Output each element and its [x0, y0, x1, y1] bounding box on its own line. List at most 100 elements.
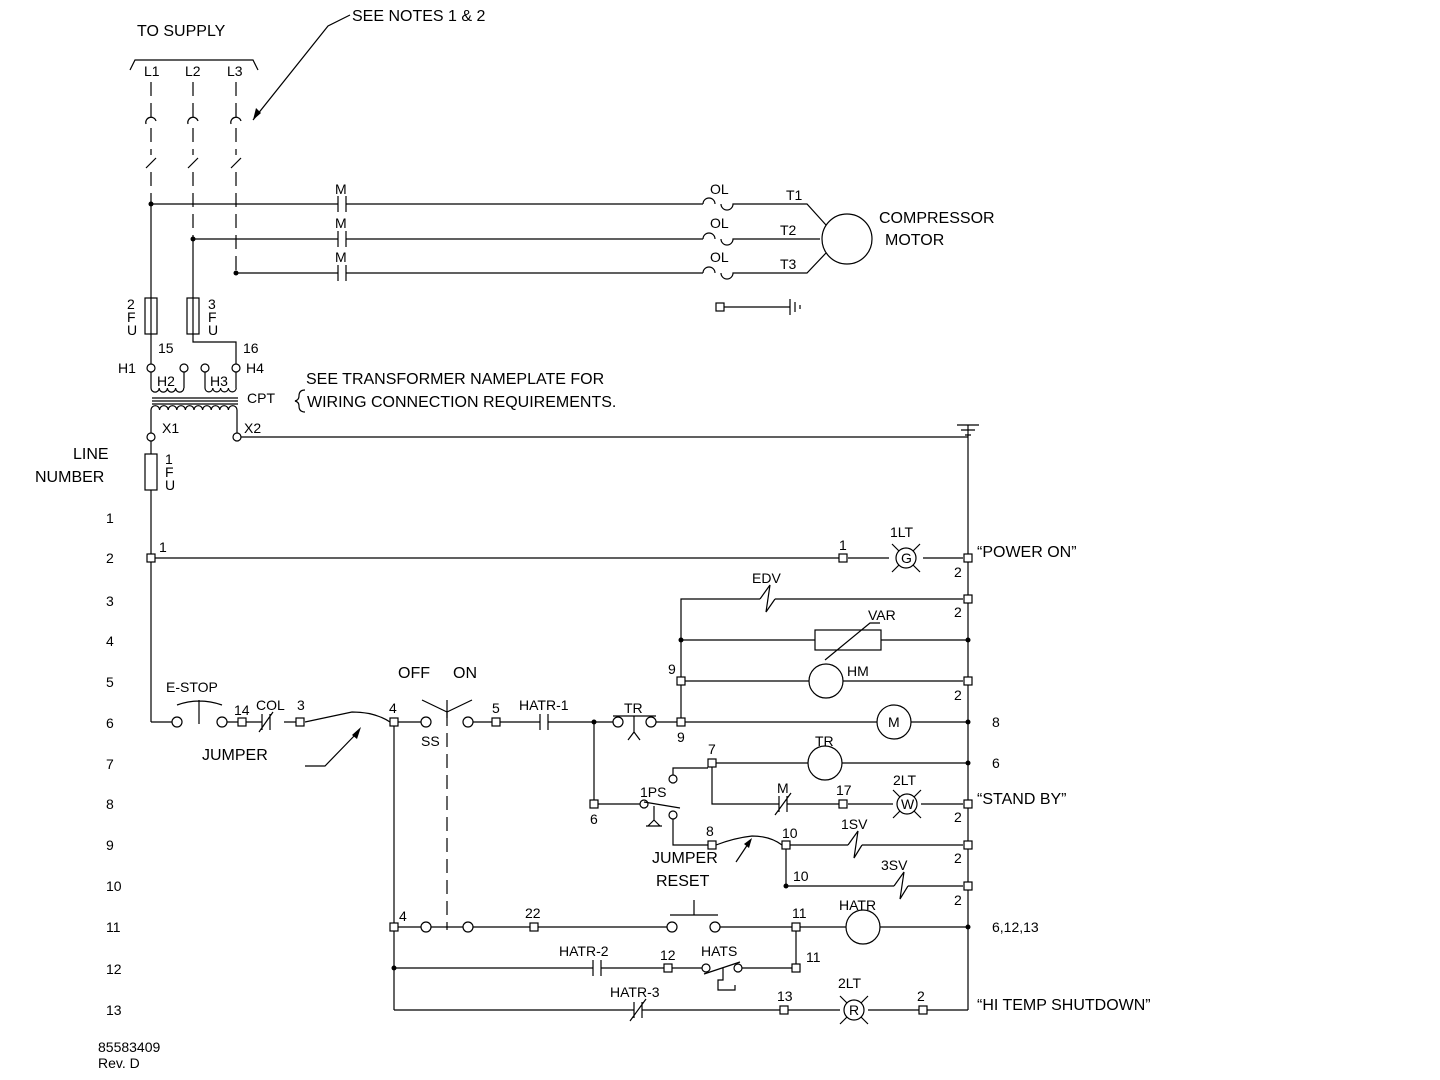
rung-10-wire	[785, 849, 963, 887]
compressor-motor-symbol	[821, 213, 873, 265]
wire-label: 4	[389, 700, 397, 716]
node-dot	[678, 637, 684, 643]
wire-label: 6	[590, 811, 598, 827]
var-label: VAR	[868, 607, 896, 623]
wire-label: 2	[954, 604, 962, 620]
wire-label: 4	[399, 908, 407, 924]
cross-ref-6-12-13: 6,12,13	[992, 919, 1039, 935]
coil-m-letter: M	[888, 714, 900, 730]
terminal	[963, 553, 973, 563]
terminal	[838, 799, 848, 809]
terminal-t3-label: T3	[780, 256, 797, 272]
fuse-3fu-label: 3	[208, 296, 216, 312]
hatr-3-label: HATR-3	[610, 984, 660, 1000]
line-number: 5	[106, 674, 114, 690]
motor-label: MOTOR	[885, 232, 944, 249]
jumper-arrowhead	[352, 727, 361, 739]
lamp-letter: G	[901, 550, 912, 566]
terminal	[707, 758, 717, 768]
wire-16-label: 16	[243, 340, 259, 356]
m-contact-label: M	[777, 780, 789, 796]
node-dot	[965, 719, 971, 725]
solenoid-edv	[759, 584, 776, 613]
line-number-header: LINE	[73, 446, 109, 463]
line-number: 9	[106, 837, 114, 853]
terminal	[589, 799, 599, 809]
terminal	[707, 840, 717, 850]
e-stop-label: E-STOP	[166, 679, 218, 695]
ground-symbol	[715, 299, 801, 315]
relay-coil-hatr	[845, 909, 881, 945]
terminal	[237, 717, 247, 727]
switch-on-label: ON	[453, 665, 477, 682]
1sv-label: 1SV	[841, 816, 868, 832]
wire-label: 2	[954, 687, 962, 703]
ss-contact-open	[462, 921, 474, 933]
terminal	[146, 553, 156, 563]
wire-label: 1	[159, 539, 167, 555]
motor-power-lines	[151, 196, 827, 281]
fuse-2fu-label: F	[127, 309, 136, 325]
hatr-2-contact	[592, 960, 602, 976]
terminal-t2-label: T2	[780, 222, 797, 238]
terminal	[791, 922, 801, 932]
h3-label: H3	[210, 373, 228, 389]
compressor-label: COMPRESSOR	[879, 210, 995, 227]
hm-label: HM	[847, 663, 869, 679]
jumper-leader	[305, 732, 358, 767]
hour-meter-hm	[808, 663, 844, 699]
terminal	[529, 922, 539, 932]
motor-starter-coil-m	[876, 704, 912, 740]
node-dot	[965, 760, 971, 766]
line-number: 10	[106, 878, 122, 894]
overload-label: OL	[710, 215, 729, 231]
lamp-2lt-label: 2LT	[893, 772, 917, 788]
hatr-2-label: HATR-2	[559, 943, 609, 959]
wire-label: 14	[234, 702, 250, 718]
see-notes-arrowhead	[253, 108, 261, 120]
terminal	[963, 840, 973, 850]
wire-label: 2	[954, 809, 962, 825]
reset-label: RESET	[656, 873, 710, 890]
reset-jumper-leader	[735, 843, 749, 863]
common-wire-x2	[241, 424, 979, 1010]
node-dot	[233, 270, 239, 276]
drawing-number: 85583409	[98, 1039, 161, 1055]
jumper-label: JUMPER	[202, 747, 268, 764]
supply-l2-label: L2	[185, 63, 201, 79]
wire-label: 10	[793, 868, 809, 884]
h2-label: H2	[157, 373, 175, 389]
3sv-label: 3SV	[881, 857, 908, 873]
cross-ref-8: 8	[992, 714, 1000, 730]
transformer-note-line1: SEE TRANSFORMER NAMEPLATE FOR	[306, 371, 604, 388]
hi-temp-shutdown-label: “HI TEMP SHUTDOWN”	[977, 997, 1151, 1014]
node-dot	[391, 965, 397, 971]
reset-jumper-label: JUMPER	[652, 850, 718, 867]
line-number: 3	[106, 593, 114, 609]
disconnect-switch	[145, 82, 242, 273]
see-notes-label: SEE NOTES 1 & 2	[352, 8, 485, 25]
terminal	[676, 676, 686, 686]
line-number: 12	[106, 961, 122, 977]
node-dot	[965, 924, 971, 930]
transformer-note-line2: WIRING CONNECTION REQUIREMENTS.	[307, 394, 616, 411]
switch-off-label: OFF	[398, 665, 430, 682]
1ps-label: 1PS	[640, 784, 666, 800]
wire-15-label: 15	[158, 340, 174, 356]
pressure-switch-1ps	[639, 799, 708, 846]
tr-timed-contact	[612, 715, 657, 741]
line-number: 13	[106, 1002, 122, 1018]
note-brace	[294, 389, 306, 413]
line-number-header: NUMBER	[35, 469, 104, 486]
terminal	[791, 963, 801, 973]
node-dot	[783, 883, 789, 889]
terminal	[963, 799, 973, 809]
line-number-column: 1 2 3 4 5 6 7 8 9 10 11 12 13	[106, 510, 122, 1018]
wire-label: 7	[708, 741, 716, 757]
wire-label: 9	[677, 729, 685, 745]
reset-arrowhead	[744, 838, 752, 848]
terminal	[963, 881, 973, 891]
supply-l3-label: L3	[227, 63, 243, 79]
hatr-label: HATR	[839, 897, 876, 913]
supply-bracket	[129, 59, 259, 71]
